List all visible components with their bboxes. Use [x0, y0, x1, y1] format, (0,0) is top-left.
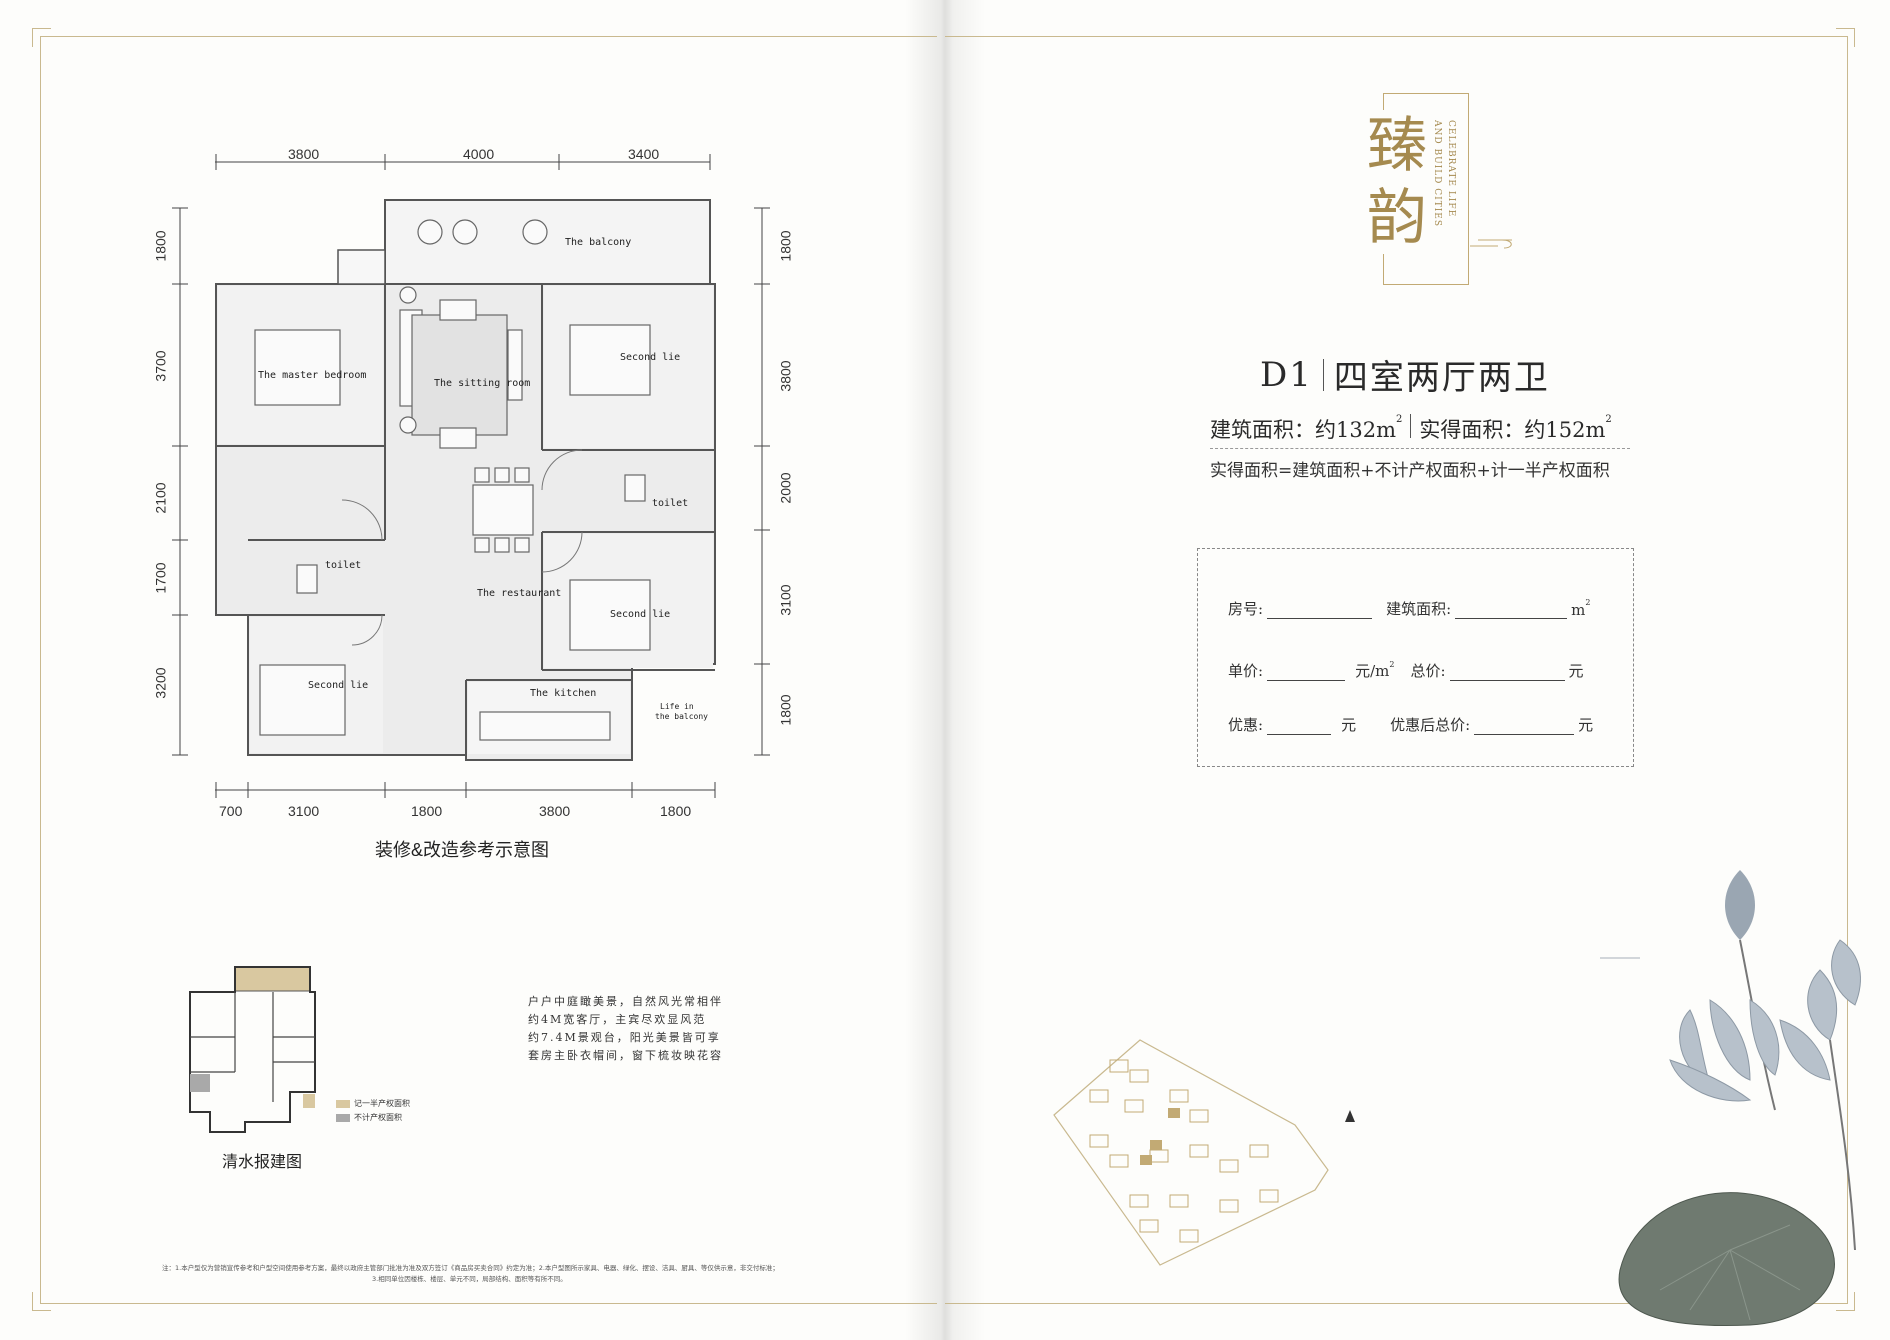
dim-left-5: 3200: [152, 667, 169, 699]
room-no-field[interactable]: [1267, 602, 1373, 619]
dim-top-2: 4000: [463, 146, 495, 162]
room-second-lie-1: Second lie: [620, 352, 681, 363]
site-plan: [1053, 1039, 1355, 1266]
room-no-label: 房号:: [1228, 600, 1264, 618]
dim-left-3: 2100: [152, 482, 169, 514]
after-discount-yuan: 元: [1578, 716, 1594, 734]
dim-bottom-3: 1800: [411, 803, 443, 819]
room-life-balcony-1: Life in: [660, 702, 694, 711]
desc-line-2: 约4M宽客厅，主宾尽欢显风范: [528, 1013, 707, 1026]
unit-price-field[interactable]: [1267, 664, 1346, 681]
dim-bottom-1: 700: [219, 803, 243, 819]
room-balcony: The balcony: [565, 237, 632, 248]
corner-ornament-br: [1836, 1292, 1855, 1311]
brand-title: 臻韵: [1362, 110, 1432, 254]
legend-none-label: 不计产权面积: [354, 1113, 402, 1122]
legend-half-label: 记一半产权面积: [354, 1099, 410, 1108]
dim-top-3: 3400: [628, 146, 660, 162]
cloud-ornament-icon: [1470, 239, 1512, 249]
dim-right-2: 3800: [777, 360, 794, 392]
area-line: 建筑面积：约132m 2 实得面积：约152m 2: [1210, 414, 1612, 444]
room-life-balcony-2: the balcony: [655, 712, 708, 721]
dim-top-1: 3800: [288, 146, 320, 162]
form-row-2: 单价: 元/m 2 总价: 元: [1228, 660, 1584, 681]
m2-sup: 2: [1585, 598, 1591, 607]
building-area-sup: 2: [1396, 414, 1403, 425]
room-sitting-room: The sitting room: [434, 378, 531, 389]
desc-line-3: 约7.4M景观台，阳光美景皆可享: [528, 1031, 721, 1044]
room-kitchen: The kitchen: [530, 688, 597, 699]
unit-title: D1 四室两厅两卫: [1260, 350, 1550, 399]
corner-ornament-tr: [1836, 28, 1855, 47]
left-page-frame: [40, 36, 937, 1304]
after-discount-label: 优惠后总价:: [1390, 716, 1471, 734]
area-formula: 实得面积=建筑面积+不计产权面积+计一半产权面积: [1210, 461, 1610, 481]
corner-ornament-bl: [32, 1292, 51, 1311]
dim-left-4: 1700: [152, 562, 169, 594]
form-row-1: 房号: 建筑面积: m 2: [1228, 598, 1590, 619]
dim-bottom-2: 3100: [288, 803, 320, 819]
legend-swatch-half: [336, 1099, 350, 1108]
unit-layout: 四室两厅两卫: [1333, 358, 1550, 398]
form-row-3: 优惠: 元 优惠后总价: 元: [1228, 714, 1593, 735]
right-page-frame: [945, 36, 1848, 1304]
footnote-line-1: 注：1.本户型仅为营销宣传参考和户型空间使用参考方案，最终以政府主管部门批准为准…: [162, 1264, 779, 1272]
dim-left-2: 3700: [152, 350, 169, 382]
actual-area-sup: 2: [1605, 414, 1612, 425]
room-toilet-right: toilet: [652, 498, 689, 509]
building-area-label: 建筑面积:: [1386, 600, 1452, 618]
total-price-field[interactable]: [1449, 664, 1565, 681]
corner-ornament-tl: [32, 28, 51, 47]
dim-right-3: 2000: [777, 472, 794, 504]
north-arrow-icon: [1345, 1110, 1355, 1122]
building-area-field[interactable]: [1455, 602, 1568, 619]
room-toilet-left: toilet: [325, 560, 362, 571]
legend-half-property: 记一半产权面积: [336, 1098, 410, 1109]
brand-subtitle-2: AND BUILD CITIES: [1432, 120, 1442, 227]
legend-swatch-none: [336, 1113, 350, 1122]
legend-no-property: 不计产权面积: [336, 1112, 402, 1123]
per-m2-label: 元/m: [1355, 662, 1390, 680]
small-plan-caption: 清水报建图: [222, 1154, 303, 1171]
room-restaurant: The restaurant: [477, 588, 562, 599]
floor-plan-caption: 装修&改造参考示意图: [375, 840, 550, 860]
discount-label: 优惠:: [1228, 716, 1264, 734]
dim-right-1: 1800: [777, 230, 794, 262]
area-divider: [1410, 414, 1412, 438]
desc-line-4: 套房主卧衣帽间，窗下梳妆映花容: [528, 1049, 723, 1062]
room-master-bedroom: The master bedroom: [258, 370, 367, 381]
desc-line-1: 户户中庭瞰美景，自然风光常相伴: [528, 995, 723, 1008]
room-second-lie-2: Second lie: [610, 609, 671, 620]
book-spine-shadow: [905, 0, 985, 1340]
discount-yuan: 元: [1341, 716, 1357, 734]
price-form: [1197, 548, 1634, 767]
unit-price-label: 单价:: [1228, 662, 1264, 680]
small-floor-plan: [189, 966, 316, 1133]
title-divider: [1322, 358, 1324, 391]
dim-left-1: 1800: [152, 230, 169, 262]
dim-right-5: 1800: [777, 694, 794, 726]
brand-subtitle-1: CELEBRATE LIFE: [1446, 120, 1456, 218]
discount-field[interactable]: [1267, 718, 1332, 735]
per-m2-sup: 2: [1389, 660, 1395, 669]
floor-plan: [172, 154, 770, 798]
room-second-lie-3: Second lie: [308, 680, 369, 691]
dim-bottom-4: 3800: [539, 803, 571, 819]
actual-area: 实得面积：约152m: [1419, 418, 1606, 442]
total-yuan: 元: [1568, 662, 1584, 680]
dim-right-4: 3100: [777, 584, 794, 616]
lotus-flower-illustration: [1600, 870, 1861, 1327]
area-underline: [1210, 448, 1630, 449]
building-area: 建筑面积：约132m: [1210, 418, 1396, 442]
unit-code: D1: [1260, 354, 1313, 395]
m2-unit: m: [1571, 601, 1586, 619]
after-discount-field[interactable]: [1474, 718, 1575, 735]
footnote-line-2: 3.相同单位因楼栋、楼层、单元不同，局部结构、面积等有所不同。: [372, 1275, 567, 1283]
dim-bottom-5: 1800: [660, 803, 692, 819]
feature-description: 户户中庭瞰美景，自然风光常相伴 约4M宽客厅，主宾尽欢显风范 约7.4M景观台，…: [528, 993, 723, 1065]
total-price-label: 总价:: [1410, 662, 1446, 680]
